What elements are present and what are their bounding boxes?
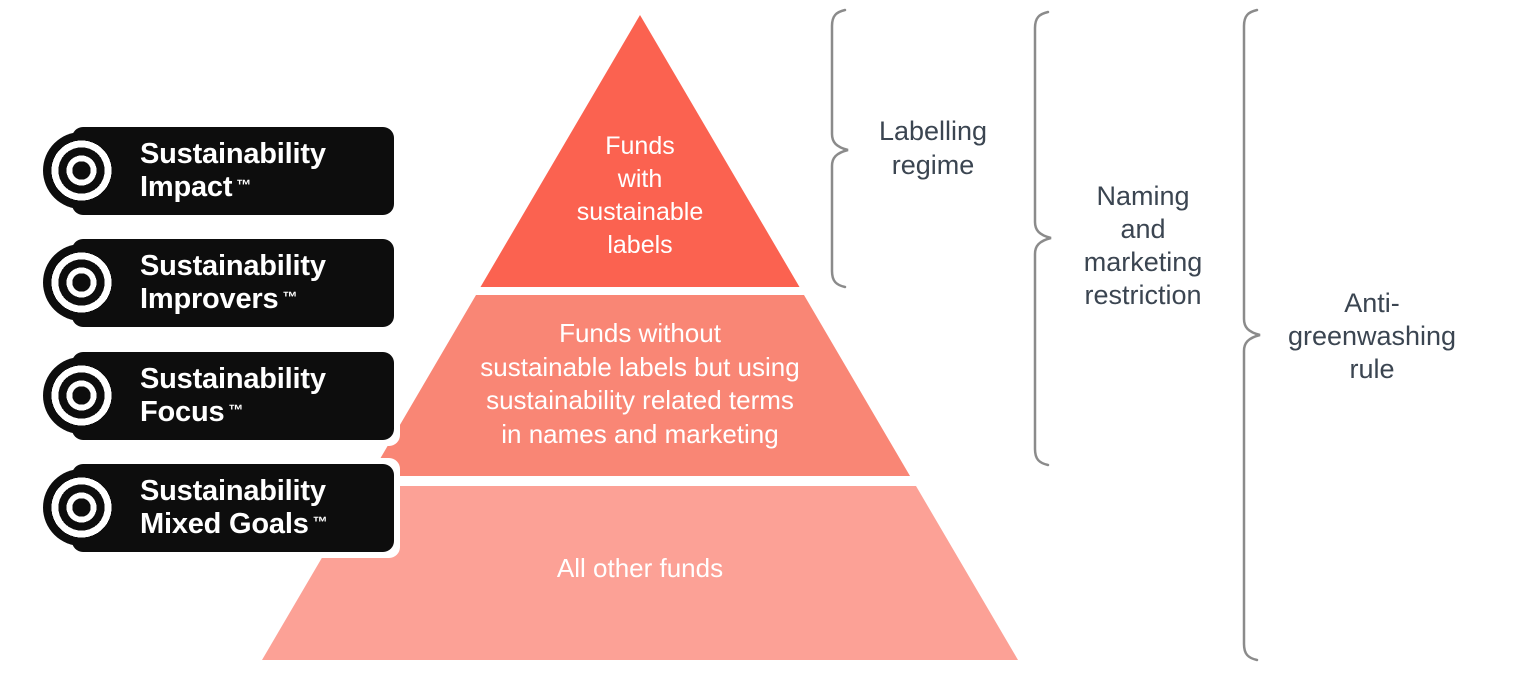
badge-line1: Sustainability (140, 475, 326, 507)
pyramid-tier-bottom-shape (262, 486, 1018, 660)
bullseye-icon (43, 132, 120, 209)
brace-naming-marketing (1033, 10, 1052, 467)
badge-line1: Sustainability (140, 138, 326, 170)
tier-bottom-label: All other funds (556, 553, 724, 583)
pyramid-tier-middle-shape (370, 295, 910, 476)
badge-line1: Sustainability (140, 250, 326, 282)
trademark-symbol: ™ (236, 177, 252, 194)
bullseye-icon (43, 357, 120, 434)
brace-labelling-regime (830, 8, 849, 289)
trademark-symbol: ™ (228, 402, 244, 419)
badge-line1: Sustainability (140, 363, 326, 395)
tier-top-label: Funds with sustainable labels (576, 132, 704, 259)
trademark-symbol: ™ (312, 514, 328, 531)
pyramid-tier-top-shape (480, 15, 800, 287)
annotation-anti-greenwashing-rule: Anti- greenwashing rule (1287, 288, 1457, 384)
bullseye-icon (43, 469, 120, 546)
brace-anti-greenwashing (1242, 8, 1261, 662)
tier-middle-label: Funds without sustainable labels but usi… (480, 318, 800, 449)
annotation-labelling-regime: Labelling regime (878, 116, 988, 180)
bullseye-icon (43, 244, 120, 321)
trademark-symbol: ™ (282, 289, 298, 306)
annotation-naming-marketing-restriction: Naming and marketing restriction (1083, 181, 1203, 310)
